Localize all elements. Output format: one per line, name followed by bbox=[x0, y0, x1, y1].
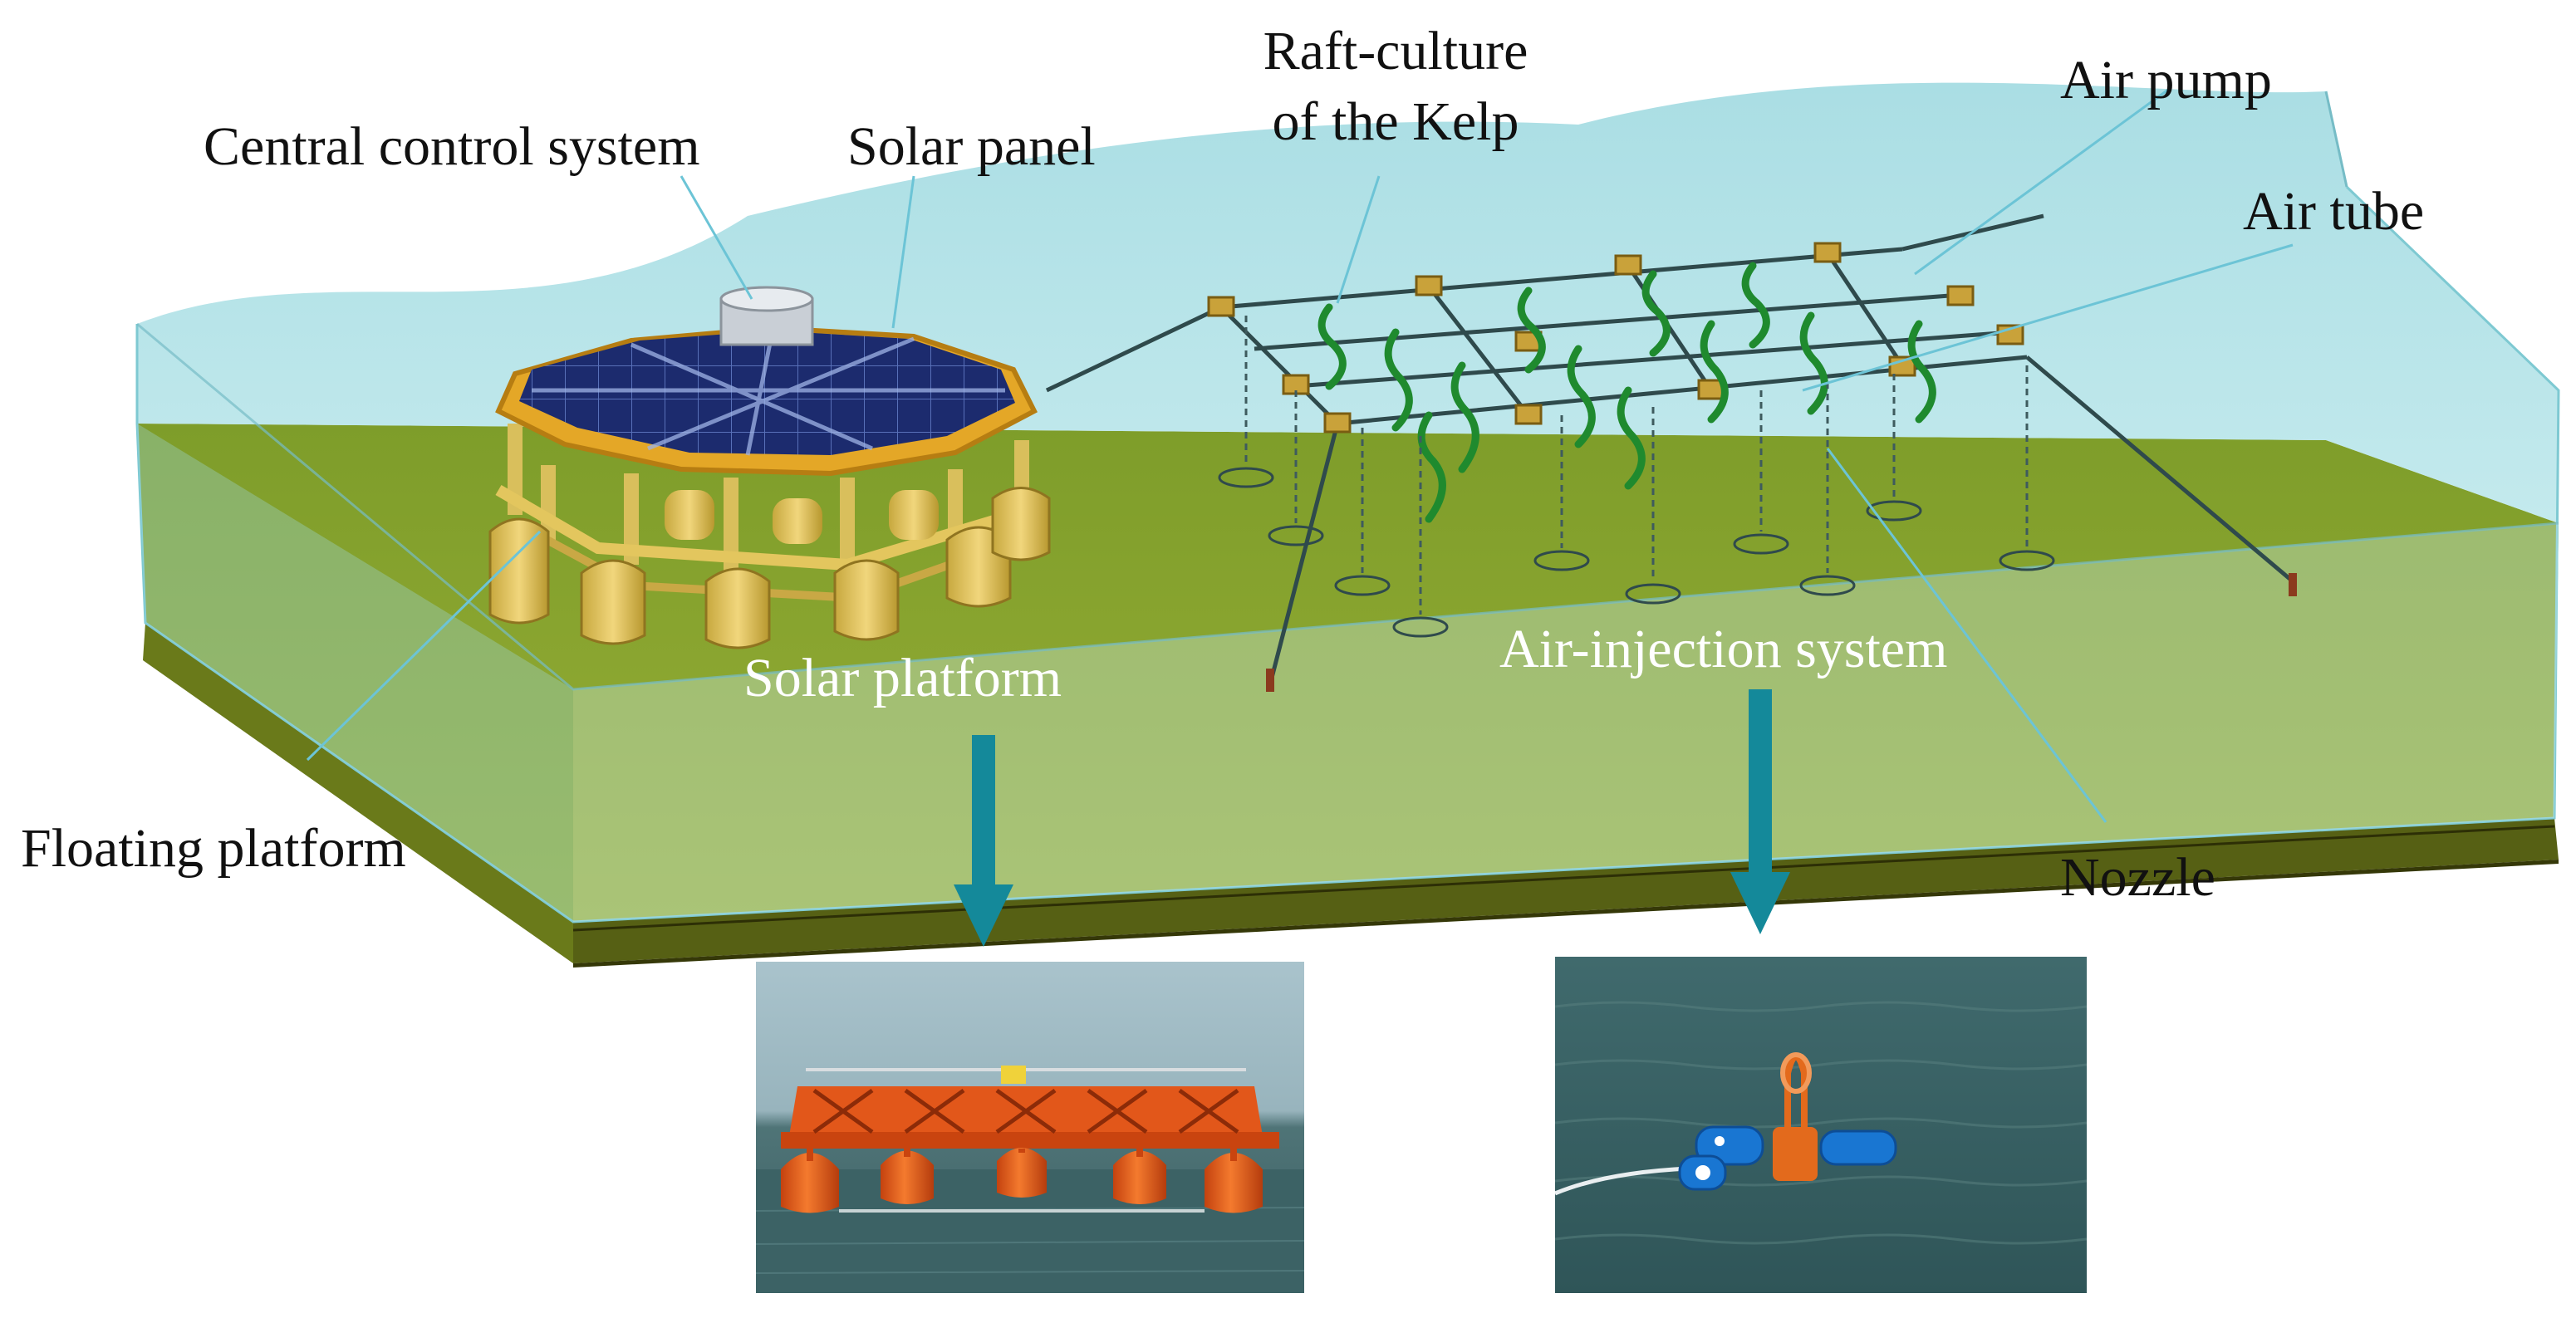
seabed-block bbox=[137, 424, 2559, 968]
down-arrow-icon bbox=[1730, 689, 1790, 934]
solar-platform-photo bbox=[756, 962, 1304, 1293]
raft-culture-label-line2: of the Kelp bbox=[1272, 91, 1519, 152]
solar-platform-label: Solar platform bbox=[743, 648, 1062, 708]
floating-platform-label: Floating platform bbox=[21, 818, 406, 879]
solar-panel-label: Solar panel bbox=[847, 116, 1096, 177]
central-control-system-label: Central control system bbox=[204, 116, 700, 177]
air-injection-system-label: Air-injection system bbox=[1499, 619, 1948, 679]
raft-culture-label-line1: Raft-culture bbox=[1263, 21, 1528, 81]
air-pump-label: Air pump bbox=[2060, 50, 2272, 110]
raft-culture-grid bbox=[1045, 213, 2297, 692]
air-injection-photo bbox=[1555, 957, 2087, 1293]
down-arrow-icon bbox=[954, 735, 1013, 947]
air-tube-label: Air tube bbox=[2243, 181, 2425, 242]
solar-floating-platform bbox=[488, 286, 1051, 649]
leader-lines bbox=[306, 88, 2294, 823]
nozzle-label: Nozzle bbox=[2060, 847, 2215, 908]
